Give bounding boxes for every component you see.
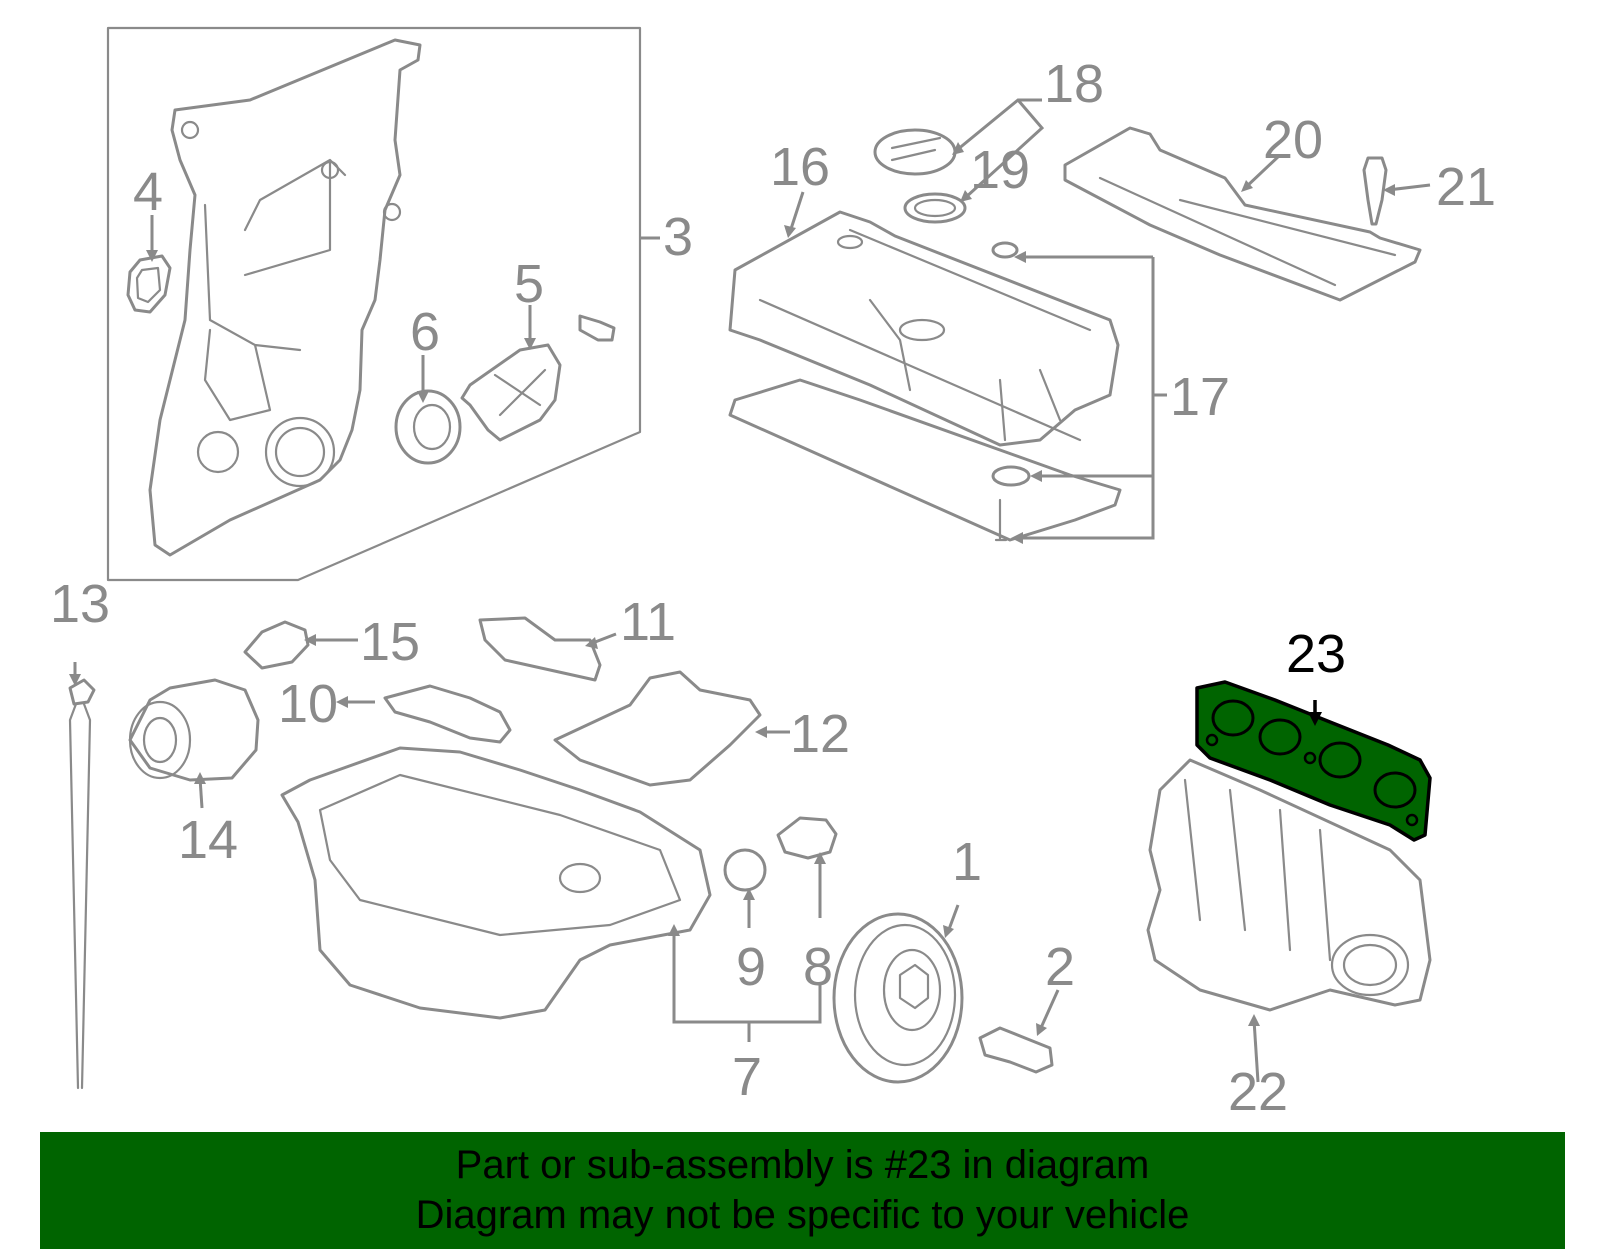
sensor-15 (243, 620, 310, 670)
callout-2: 2 (1045, 937, 1075, 997)
bolt-5 (578, 314, 616, 342)
arrowheads (69, 142, 1395, 1036)
cover-plate-5 (460, 343, 562, 442)
callout-12: 12 (790, 704, 850, 764)
info-banner: Part or sub-assembly is #23 in diagram D… (40, 1132, 1565, 1249)
baffle-12 (553, 670, 762, 787)
timing-cover (148, 38, 422, 557)
callout-1: 1 (952, 832, 982, 892)
bracket-11 (478, 616, 602, 682)
timing-cover-group (106, 26, 642, 582)
grommet-bottom (991, 465, 1031, 487)
oil-pan (280, 746, 712, 1020)
arrowhead-23 (1308, 712, 1322, 726)
banner-line-1: Part or sub-assembly is #23 in diagram (455, 1143, 1150, 1187)
highlighted-gasket-23 (1195, 680, 1432, 842)
callout-labels: 1 2 3 4 5 6 7 8 9 10 11 12 13 14 15 16 1… (50, 54, 1496, 1122)
valve-cover-gasket (728, 378, 1122, 542)
cap-seal-19 (903, 192, 967, 224)
callout-6: 6 (410, 302, 440, 362)
callout-13: 13 (50, 574, 110, 634)
group-box-3 (106, 26, 642, 582)
callout-18: 18 (1044, 54, 1104, 114)
callout-15: 15 (360, 612, 420, 672)
valve-cover-16 (728, 210, 1120, 447)
oil-seal-6 (394, 389, 462, 465)
bolt-21 (1362, 156, 1388, 226)
callout-10: 10 (278, 674, 338, 734)
callout-14: 14 (178, 810, 238, 870)
callout-23: 23 (1286, 624, 1346, 684)
oil-filler-cap-group (873, 128, 967, 224)
callout-20: 20 (1263, 110, 1323, 170)
gasket-10 (383, 684, 512, 744)
engine-cover-20 (1063, 126, 1422, 302)
callout-19: 19 (970, 140, 1030, 200)
callout-7: 7 (732, 1047, 762, 1107)
callout-22: 22 (1228, 1062, 1288, 1122)
pulley-bolt-2 (978, 1026, 1054, 1074)
callout-16: 16 (770, 137, 830, 197)
drain-bolt-8 (776, 816, 838, 860)
crank-pulley-1 (832, 912, 964, 1084)
banner-line-2: Diagram may not be specific to your vehi… (415, 1193, 1190, 1237)
callout-21: 21 (1436, 157, 1496, 217)
callout-4: 4 (133, 162, 163, 222)
valve-cover-group (728, 210, 1122, 542)
o-ring-9 (723, 848, 767, 892)
callout-8: 8 (803, 937, 833, 997)
engine-cover-group (1063, 126, 1422, 302)
callout-9: 9 (736, 937, 766, 997)
dipstick-13 (68, 678, 96, 1090)
grommet-top (991, 241, 1019, 259)
gasket-4 (126, 254, 172, 314)
callout-5: 5 (514, 254, 544, 314)
callout-3: 3 (663, 207, 693, 267)
oil-filler-cap-18 (873, 128, 957, 176)
callout-11: 11 (620, 592, 676, 652)
oil-filter-14 (128, 678, 260, 782)
callout-17: 17 (1170, 367, 1230, 427)
intake-manifold-22 (1146, 758, 1432, 1012)
